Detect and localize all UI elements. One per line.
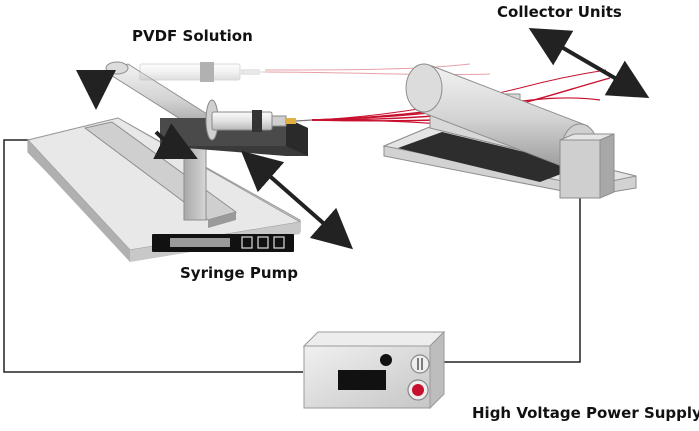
label-pvdf-solution: PVDF Solution — [132, 27, 253, 45]
label-syringe-pump: Syringe Pump — [180, 264, 298, 282]
ground-wire — [3, 139, 303, 373]
curved-arrow-left — [76, 69, 117, 110]
syringe — [205, 99, 313, 141]
curved-arrow-pump — [153, 123, 198, 159]
power-supply-unit — [302, 330, 446, 410]
syringe-ghost — [139, 62, 272, 82]
double-headed-arrow-pump — [240, 150, 354, 250]
syringe-pump — [27, 117, 302, 262]
label-high-voltage-power-supply: High Voltage Power Supply — [472, 404, 699, 422]
label-collector-units: Collector Units — [497, 3, 622, 21]
high-voltage-wire — [432, 198, 581, 363]
collector-units — [382, 63, 637, 199]
double-headed-arrow-collector — [528, 27, 650, 99]
